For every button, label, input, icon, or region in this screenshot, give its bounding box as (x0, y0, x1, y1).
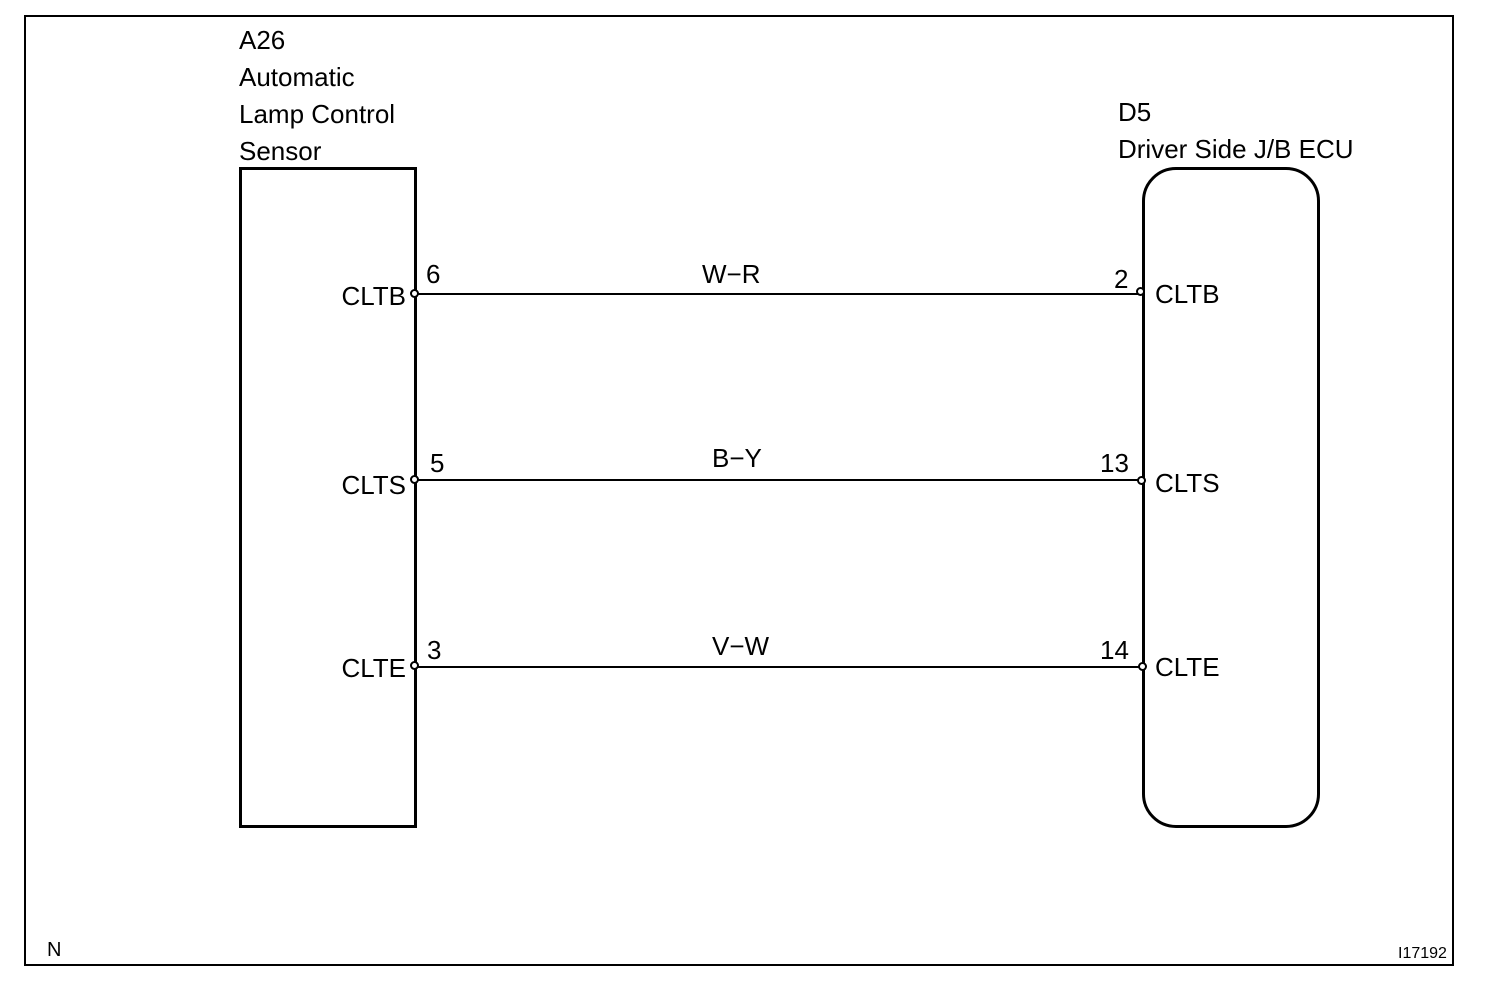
pin-right-cltb (1136, 287, 1145, 296)
pin-right-clte (1138, 662, 1147, 671)
wire-clte (415, 666, 1142, 668)
wire-color-label: B−Y (712, 443, 762, 473)
footer-left-mark: N (47, 939, 62, 961)
wire-color-label: V−W (712, 631, 770, 661)
left-component-code: A26 (239, 25, 286, 55)
pin-left-clte (410, 661, 419, 670)
right-terminal-label: CLTB (1155, 279, 1220, 309)
right-pin-number: 2 (1114, 264, 1129, 294)
right-pin-number: 14 (1100, 635, 1129, 665)
right-component-name-line-1: Driver Side J/B ECU (1118, 134, 1354, 164)
left-pin-number: 3 (427, 635, 442, 665)
right-component-code: D5 (1118, 97, 1152, 127)
automatic-lamp-control-sensor-box (239, 167, 417, 828)
wire-color-label: W−R (702, 259, 761, 289)
left-pin-number: 6 (426, 259, 441, 289)
left-component-name-line-1: Automatic (239, 62, 355, 92)
wire-cltb (415, 293, 1142, 295)
left-component-name-line-2: Lamp Control (239, 99, 396, 129)
driver-side-jb-ecu-box (1142, 167, 1320, 828)
pin-right-clts (1137, 476, 1146, 485)
left-terminal-label: CLTS (341, 470, 406, 500)
right-terminal-label: CLTS (1155, 468, 1220, 498)
wire-clts (415, 479, 1142, 481)
right-terminal-label: CLTE (1155, 652, 1220, 682)
right-pin-number: 13 (1100, 448, 1129, 478)
left-component-name-line-3: Sensor (239, 136, 322, 166)
left-terminal-label: CLTB (341, 281, 406, 311)
diagram-frame (24, 15, 1454, 966)
figure-id: I17192 (1398, 945, 1447, 962)
left-terminal-label: CLTE (341, 653, 406, 683)
pin-left-clts (410, 475, 419, 484)
left-pin-number: 5 (430, 448, 445, 478)
pin-left-cltb (410, 289, 419, 298)
